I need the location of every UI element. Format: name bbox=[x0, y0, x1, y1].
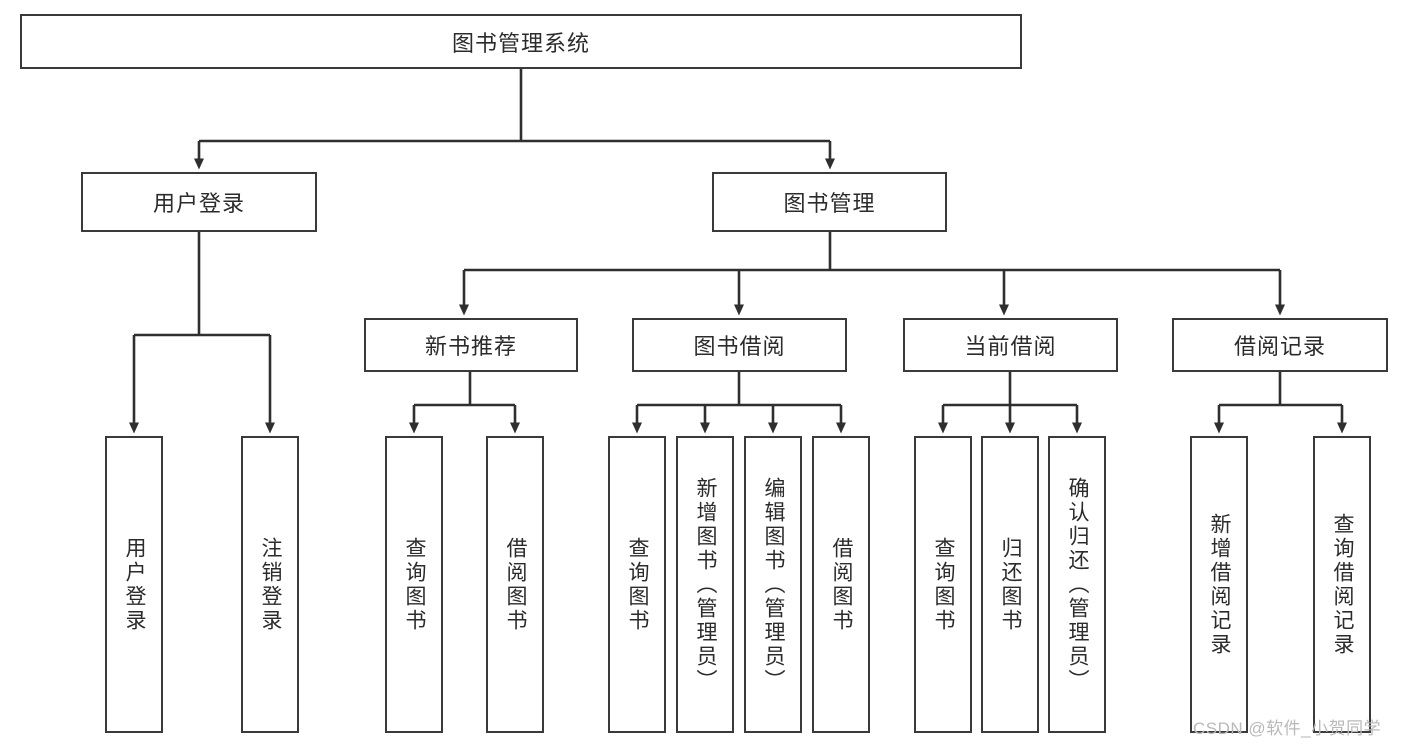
node-leaf-user-login[interactable]: 用户登录 bbox=[105, 436, 163, 733]
node-leaf-logout[interactable]: 注销登录 bbox=[241, 436, 299, 733]
node-book-borrow[interactable]: 图书借阅 bbox=[632, 318, 847, 372]
node-leaf-edit-book-label: 编辑图书（管理员） bbox=[762, 476, 786, 693]
node-current-borrow-label: 当前借阅 bbox=[964, 334, 1057, 359]
node-leaf-add-record-label: 新增借阅记录 bbox=[1208, 512, 1232, 657]
node-leaf-confirm-return-label: 确认归还（管理员） bbox=[1066, 476, 1090, 693]
node-leaf-query-record[interactable]: 查询借阅记录 bbox=[1313, 436, 1371, 733]
node-leaf-borrow-book-2[interactable]: 借阅图书 bbox=[812, 436, 870, 733]
node-leaf-return-book[interactable]: 归还图书 bbox=[981, 436, 1039, 733]
node-leaf-confirm-return[interactable]: 确认归还（管理员） bbox=[1048, 436, 1106, 733]
node-book-manage[interactable]: 图书管理 bbox=[712, 172, 947, 232]
node-leaf-add-record[interactable]: 新增借阅记录 bbox=[1190, 436, 1248, 733]
node-leaf-query-book-1-label: 查询图书 bbox=[403, 536, 427, 633]
node-new-book-rec[interactable]: 新书推荐 bbox=[364, 318, 578, 372]
node-leaf-query-book-2-label: 查询图书 bbox=[626, 536, 650, 633]
node-book-borrow-label: 图书借阅 bbox=[693, 334, 786, 359]
node-leaf-user-login-label: 用户登录 bbox=[123, 536, 147, 633]
node-borrow-record-label: 借阅记录 bbox=[1233, 334, 1326, 359]
node-new-book-rec-label: 新书推荐 bbox=[424, 334, 517, 359]
node-leaf-borrow-book-1-label: 借阅图书 bbox=[504, 536, 528, 633]
node-root-label: 图书管理系统 bbox=[451, 30, 590, 56]
node-leaf-query-book-3-label: 查询图书 bbox=[932, 536, 956, 633]
node-leaf-add-book-label: 新增图书（管理员） bbox=[694, 476, 718, 693]
node-leaf-return-book-label: 归还图书 bbox=[999, 536, 1023, 633]
node-leaf-query-record-label: 查询借阅记录 bbox=[1331, 512, 1355, 657]
node-leaf-borrow-book-1[interactable]: 借阅图书 bbox=[486, 436, 544, 733]
node-leaf-query-book-3[interactable]: 查询图书 bbox=[914, 436, 972, 733]
node-root[interactable]: 图书管理系统 bbox=[20, 14, 1022, 69]
node-leaf-logout-label: 注销登录 bbox=[259, 536, 283, 633]
node-user-login[interactable]: 用户登录 bbox=[81, 172, 317, 232]
node-borrow-record[interactable]: 借阅记录 bbox=[1172, 318, 1388, 372]
node-leaf-query-book-1[interactable]: 查询图书 bbox=[385, 436, 443, 733]
node-current-borrow[interactable]: 当前借阅 bbox=[903, 318, 1118, 372]
node-leaf-borrow-book-2-label: 借阅图书 bbox=[830, 536, 854, 633]
node-book-manage-label: 图书管理 bbox=[783, 191, 876, 216]
node-leaf-query-book-2[interactable]: 查询图书 bbox=[608, 436, 666, 733]
node-leaf-add-book[interactable]: 新增图书（管理员） bbox=[676, 436, 734, 733]
node-leaf-edit-book[interactable]: 编辑图书（管理员） bbox=[744, 436, 802, 733]
node-user-login-label: 用户登录 bbox=[152, 191, 245, 216]
